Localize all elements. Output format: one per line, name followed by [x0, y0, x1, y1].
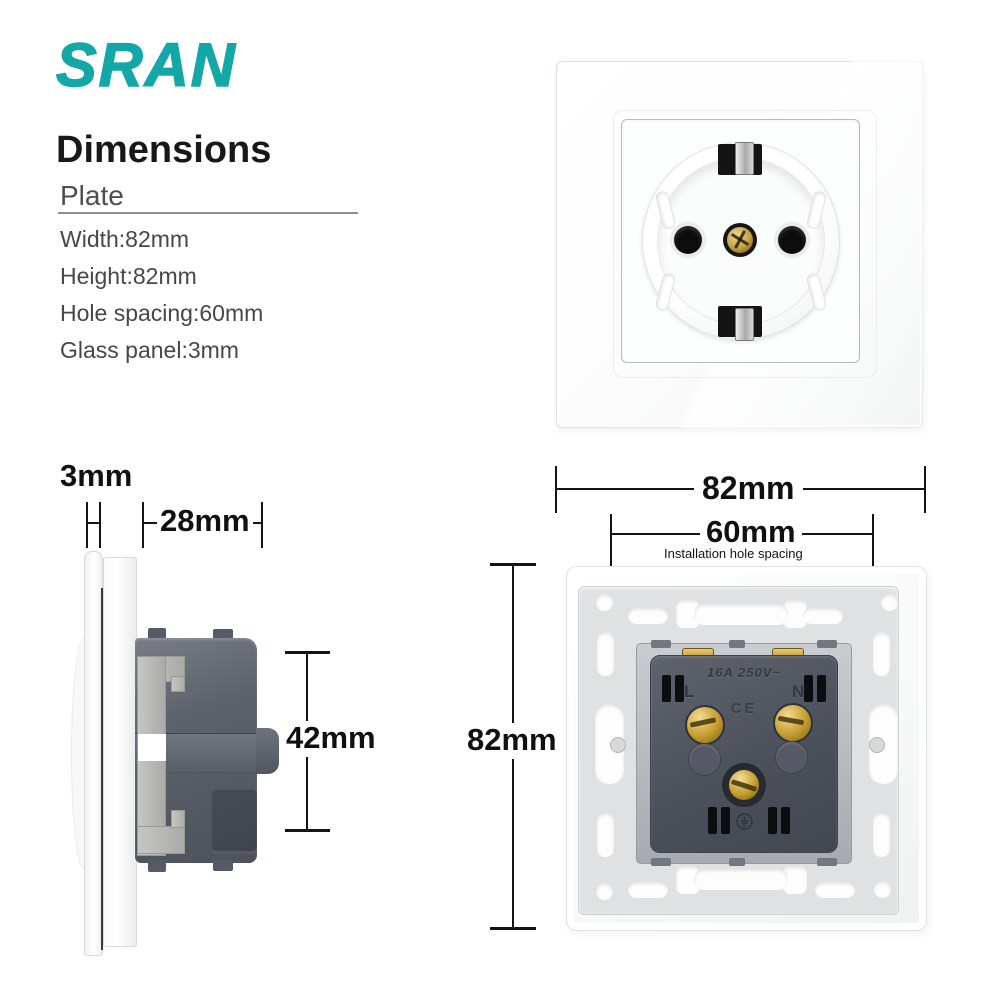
frame-slot: [628, 882, 668, 898]
neutral-marking: N: [792, 682, 805, 701]
dim-line: [306, 654, 308, 721]
corner-screw-hole: [881, 594, 898, 611]
wire-hole: [675, 675, 684, 702]
wire-hole: [817, 675, 826, 702]
module-frame-tab: [817, 640, 837, 648]
panel-seam: [101, 588, 103, 950]
spec-height: Height:82mm: [60, 263, 197, 289]
section-subtitle: Plate: [60, 180, 124, 211]
ce-mark: CE: [730, 700, 758, 717]
wire-hole: [708, 807, 717, 834]
page-title: Dimensions: [56, 129, 272, 171]
socket-back-view: 16A 250V~ L N CE: [566, 566, 927, 931]
dim-hole-spacing-label: 60mm: [700, 514, 802, 550]
spec-hole-spacing: Hole spacing:60mm: [60, 300, 264, 326]
corner-screw-hole: [874, 881, 891, 898]
mounting-slot-bottom: [694, 869, 788, 890]
frame-slot: [873, 632, 890, 676]
dim-line: [512, 759, 514, 929]
module-tab: [148, 628, 166, 640]
dim-plate-height-label: 82mm: [464, 722, 560, 758]
corner-screw-hole: [596, 883, 613, 900]
frame-edge: [103, 557, 137, 947]
wire-hole: [662, 675, 671, 702]
wire-hole: [804, 675, 813, 702]
mounting-slot-top: [694, 604, 788, 625]
frame-slot: [803, 608, 843, 624]
module-frame-tab: [651, 858, 671, 866]
dim-module-height-label: 42mm: [283, 720, 379, 756]
wire-hole: [768, 807, 777, 834]
dim-tick: [99, 502, 101, 548]
claw-tip: [171, 810, 185, 828]
dim-tick: [142, 502, 144, 548]
module-tab: [213, 860, 233, 871]
wire-hole: [781, 807, 790, 834]
module-tab: [213, 629, 233, 640]
rating-marking: 16A 250V~: [707, 665, 781, 680]
dim-plate-width-label: 82mm: [694, 470, 803, 507]
dim-cap: [490, 927, 536, 930]
module-frame: 16A 250V~ L N CE: [636, 640, 852, 866]
dim-hole-spacing-note: Installation hole spacing: [664, 546, 803, 561]
dim-cap: [285, 829, 330, 832]
frame-slot: [873, 813, 890, 857]
dim-tick: [261, 502, 263, 548]
corner-screw-hole: [596, 594, 613, 611]
dim-depth-label: 28mm: [157, 503, 253, 539]
dim-cap: [490, 563, 536, 566]
pin-hole-left: [674, 226, 702, 254]
dim-tick: [86, 502, 88, 548]
wire-hole: [721, 807, 730, 834]
dim-line: [306, 757, 308, 830]
frame-slot: [815, 882, 855, 898]
dim-glass-thickness-label: 3mm: [60, 458, 133, 493]
subtitle-underline: [58, 212, 358, 214]
panel-molding: [613, 110, 877, 378]
socket-side-view: [70, 548, 320, 978]
module-tab: [148, 860, 166, 872]
socket-front-view: [556, 61, 923, 428]
module-bump: [775, 741, 808, 774]
live-marking: L: [684, 682, 695, 701]
dim-cap: [285, 651, 330, 654]
module-bump: [688, 743, 721, 776]
spec-glass-panel: Glass panel:3mm: [60, 337, 239, 363]
module-frame-tab: [729, 858, 745, 866]
frame-slot: [597, 813, 614, 857]
spec-width: Width:82mm: [60, 226, 190, 252]
claw-screw-window: [138, 734, 166, 761]
terminal-knob: [256, 728, 279, 774]
ground-symbol-icon: [736, 813, 753, 830]
module-frame-tab: [817, 858, 837, 866]
dim-line: [86, 522, 101, 524]
brand-logo: SRAN: [55, 30, 237, 100]
module-back: 16A 250V~ L N CE: [650, 655, 838, 853]
module-frame-tab: [651, 640, 671, 648]
frame-screw: [869, 737, 885, 753]
module-step-recess: [212, 790, 257, 854]
claw-tip: [171, 676, 185, 692]
frame-screw: [610, 737, 626, 753]
mounting-claw-bottom: [137, 826, 185, 854]
ground-clip-top: [735, 142, 754, 175]
pin-hole-right: [778, 226, 806, 254]
dim-line: [512, 566, 514, 723]
module-frame-tab: [729, 640, 745, 648]
frame-slot: [597, 632, 614, 676]
ground-clip-bottom: [735, 308, 754, 341]
frame-slot: [628, 608, 668, 624]
